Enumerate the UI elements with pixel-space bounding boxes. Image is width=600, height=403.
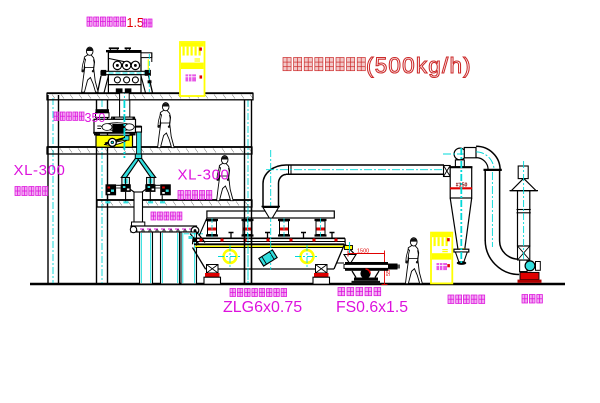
svg-text:550: 550 xyxy=(386,267,392,276)
svg-text:XL-300: XL-300 xyxy=(178,167,230,184)
svg-text:XL-300: XL-300 xyxy=(14,162,66,179)
svg-text:(500kg/h): (500kg/h) xyxy=(366,53,472,78)
svg-text:#150: #150 xyxy=(456,183,468,189)
svg-text:350: 350 xyxy=(85,111,106,125)
svg-text:1.5: 1.5 xyxy=(127,16,144,30)
svg-text:1500: 1500 xyxy=(357,249,369,255)
svg-text:ZLG6x0.75: ZLG6x0.75 xyxy=(223,299,302,316)
svg-text:FS0.6x1.5: FS0.6x1.5 xyxy=(336,299,408,316)
